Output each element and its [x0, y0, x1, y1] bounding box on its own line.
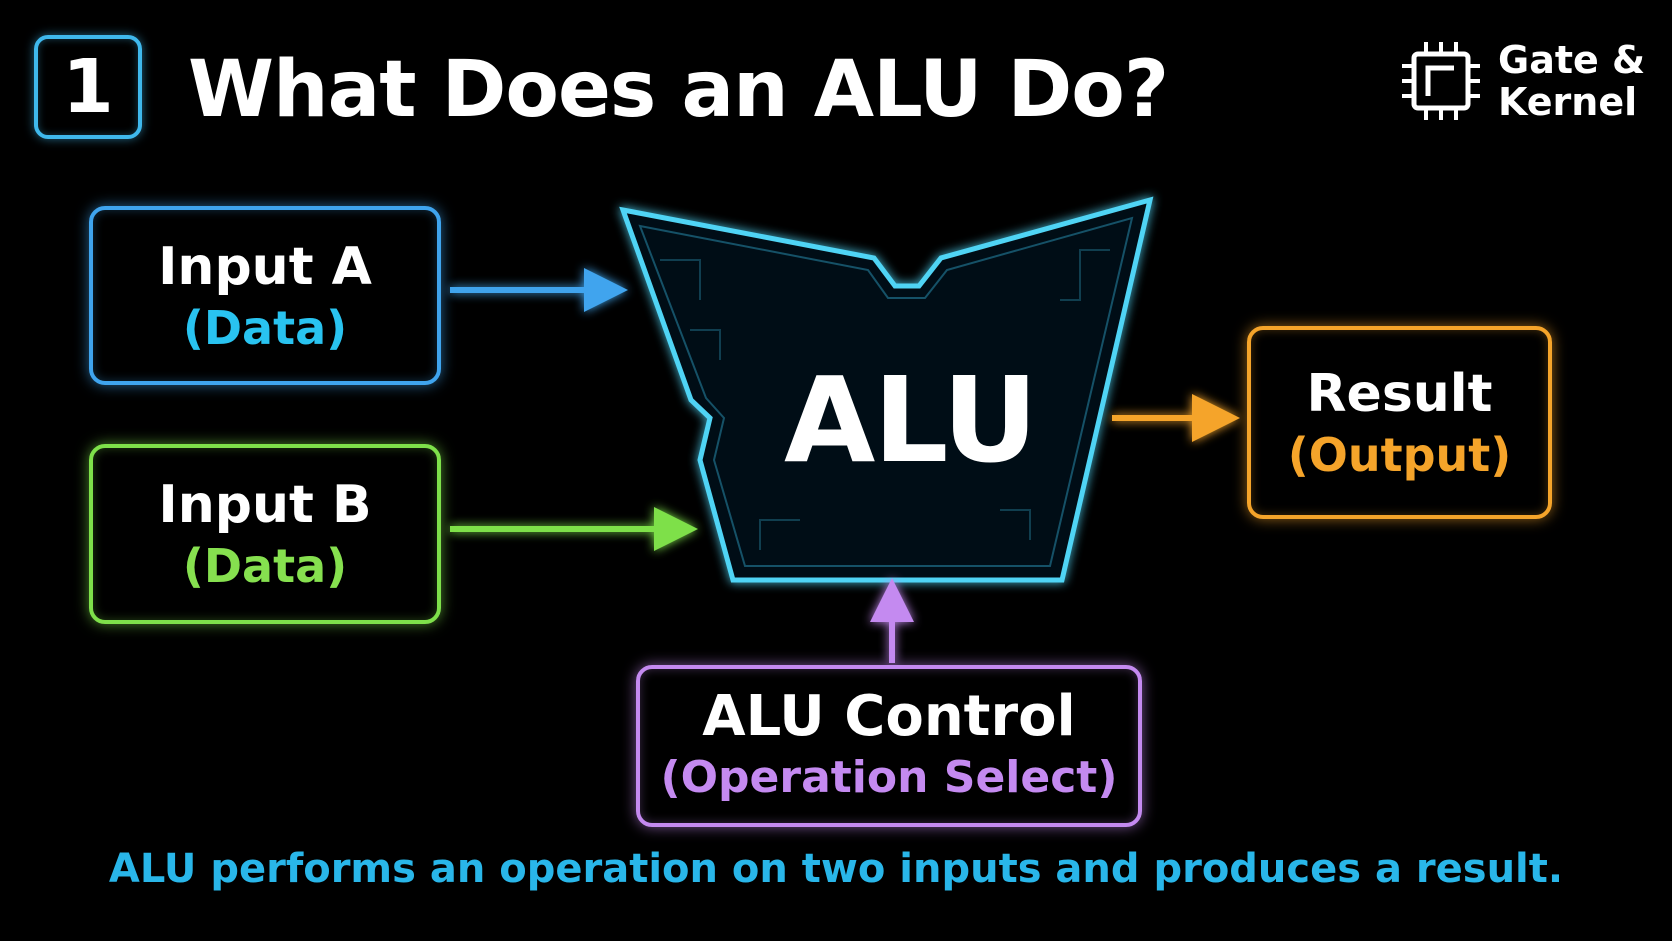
alu-block [619, 196, 1154, 583]
caption: ALU performs an operation on two inputs … [108, 846, 1564, 892]
result-box: Result (Output) [1247, 326, 1552, 519]
result-subtitle: (Output) [1287, 427, 1512, 482]
chip-icon [1402, 42, 1480, 120]
arrow-input-b [450, 507, 698, 551]
slide-number-badge: 1 [34, 35, 142, 139]
brand-name-line2: Kernel [1498, 80, 1638, 124]
alu-control-subtitle: (Operation Select) [660, 752, 1118, 803]
arrow-control [870, 578, 914, 663]
slide-number: 1 [62, 44, 114, 130]
page-title: What Does an ALU Do? [188, 45, 1169, 135]
input-b-box: Input B (Data) [89, 444, 441, 624]
input-a-subtitle: (Data) [182, 300, 348, 355]
input-b-title: Input B [158, 475, 372, 535]
alu-control-title: ALU Control [702, 684, 1076, 749]
brand-name: Gate & Kernel [1498, 39, 1645, 123]
alu-label: ALU [783, 351, 1038, 489]
arrow-input-a [450, 268, 628, 312]
input-a-box: Input A (Data) [89, 206, 441, 385]
result-title: Result [1306, 363, 1493, 424]
brand-name-line1: Gate & [1498, 38, 1646, 82]
input-b-subtitle: (Data) [182, 539, 348, 593]
brand-logo: Gate & Kernel [1398, 38, 1648, 124]
alu-control-box: ALU Control (Operation Select) [636, 665, 1142, 827]
input-a-title: Input A [158, 236, 372, 297]
arrow-result [1112, 394, 1240, 442]
